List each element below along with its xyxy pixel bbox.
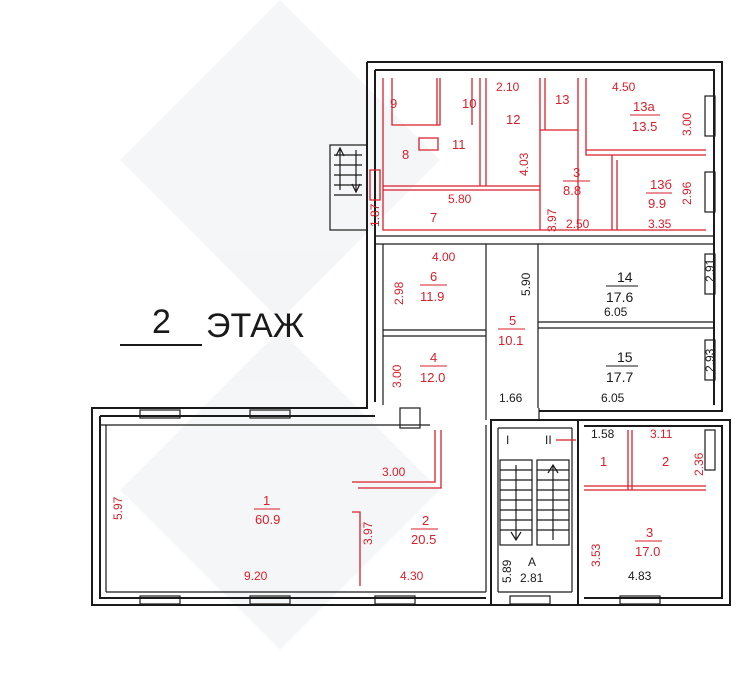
dim-300b: 3.00 (390, 364, 404, 388)
dim-605b: 6.05 (601, 391, 625, 405)
dim-580: 5.80 (448, 192, 472, 206)
room-15-area: 17.7 (606, 369, 633, 385)
room-14-area: 17.6 (606, 289, 633, 305)
room-4-id: 4 (430, 350, 437, 365)
stair-right-label: II (545, 433, 552, 447)
room-3-area: 8.8 (563, 183, 581, 198)
dim-311: 3.11 (650, 427, 673, 441)
dim-300c: 3.00 (382, 465, 406, 479)
dim-483: 4.83 (628, 569, 652, 583)
room-s2-id: 2 (662, 454, 669, 469)
room-13a-area: 13.5 (632, 119, 657, 134)
dim-291: 2.91 (703, 258, 717, 282)
room-10-id: 10 (462, 96, 476, 111)
outer-walls (91, 61, 731, 606)
dim-397a: 3.97 (545, 208, 559, 232)
room-6-area: 11.9 (420, 289, 444, 304)
dim-236: 2.36 (692, 452, 706, 476)
floor-title: ЭТАЖ (206, 307, 304, 345)
room-13a-id: 13а (633, 99, 655, 114)
room-2-area: 20.5 (411, 532, 436, 547)
room-9-id: 9 (390, 96, 397, 111)
room-13-id: 13 (555, 92, 569, 107)
room-13b-area: 9.9 (648, 196, 666, 211)
room-3-id: 3 (573, 165, 580, 180)
dim-166: 1.66 (499, 391, 523, 405)
dim-605a: 6.05 (604, 305, 628, 319)
dim-590: 5.90 (519, 272, 533, 296)
dim-158: 1.58 (591, 427, 615, 441)
dim-298: 2.98 (392, 281, 406, 305)
room-11-id: 11 (452, 137, 466, 152)
room-5-id: 5 (509, 313, 516, 328)
dim-293: 2.93 (703, 348, 717, 372)
room-5-area: 10.1 (498, 333, 523, 348)
room-12-id: 12 (506, 112, 520, 127)
room-15-id: 15 (617, 349, 633, 365)
red-partitions (352, 78, 706, 586)
dimensions: 2.10 4.50 3.00 4.03 5.80 3.97 2.50 1.87 … (111, 80, 717, 585)
floor-label: 2 ЭТАЖ (120, 303, 304, 346)
dim-296: 2.96 (680, 181, 694, 205)
dim-353: 3.53 (589, 543, 603, 567)
stair-block-label: A (528, 555, 536, 569)
room-7-id: 7 (430, 210, 437, 225)
room-8-id: 8 (402, 147, 409, 162)
stair-left-label: I (506, 433, 509, 447)
dim-300a: 3.00 (680, 112, 694, 136)
room-1-id: 1 (263, 493, 270, 508)
dim-335: 3.35 (648, 217, 672, 231)
dim-210: 2.10 (496, 80, 520, 94)
stair-treads (334, 146, 570, 546)
room-s1-id: 1 (600, 454, 607, 469)
room-14-id: 14 (617, 269, 633, 285)
room-1-area: 60.9 (255, 512, 280, 527)
dim-430: 4.30 (400, 569, 424, 583)
windows (139, 95, 716, 605)
dim-187: 1.87 (368, 203, 382, 227)
dim-450: 4.50 (612, 80, 636, 94)
dim-281: 2.81 (520, 571, 544, 585)
dim-597: 5.97 (111, 496, 125, 520)
dim-250: 2.50 (566, 217, 590, 231)
room-s3-area: 17.0 (635, 544, 660, 559)
floor-number: 2 (152, 303, 171, 341)
room-6-id: 6 (430, 269, 437, 284)
interior-walls (100, 144, 714, 593)
room-13b-id: 13б (650, 177, 672, 192)
dim-920: 9.20 (244, 569, 268, 583)
dim-589: 5.89 (500, 559, 514, 583)
room-2-id: 2 (422, 513, 429, 528)
dim-400: 4.00 (432, 250, 456, 264)
room-s3-id: 3 (646, 525, 653, 540)
room-labels: 1 60.9 2 20.5 3 8.8 4 12.0 5 10.1 6 11.9… (254, 92, 672, 569)
dim-403: 4.03 (517, 152, 531, 176)
dim-397b: 3.97 (361, 521, 375, 545)
room-4-area: 12.0 (420, 370, 445, 385)
